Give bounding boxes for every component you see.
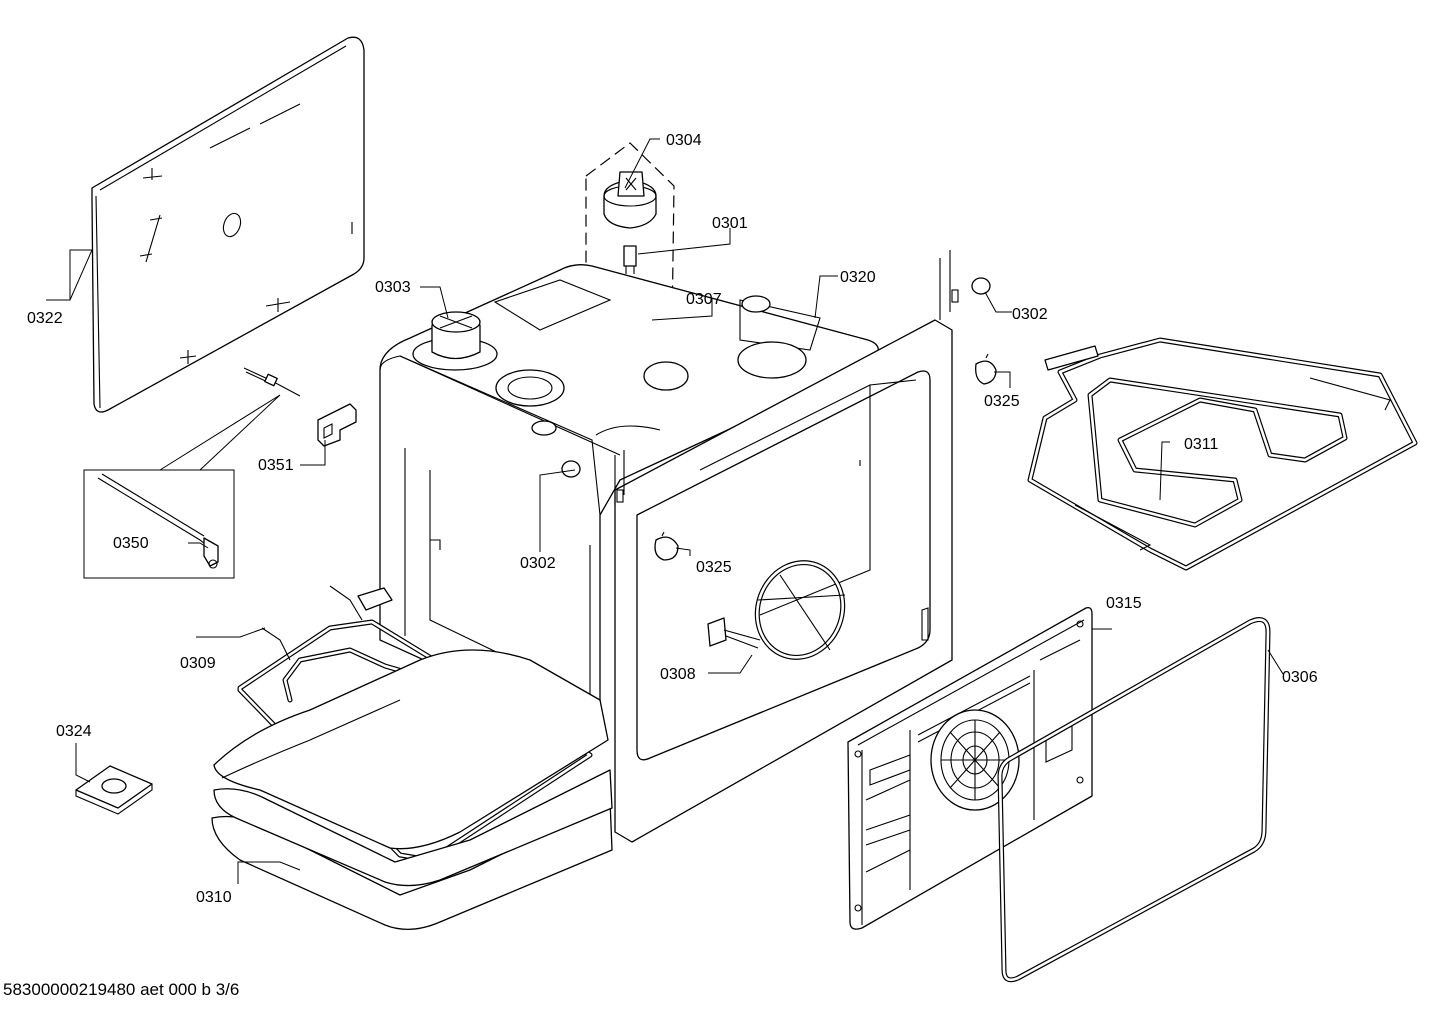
callout-0325-left: 0325 — [696, 559, 732, 576]
callout-0302-right: 0302 — [1012, 306, 1048, 323]
callout-0310: 0310 — [196, 889, 232, 906]
callout-0320: 0320 — [840, 269, 876, 286]
callout-0306: 0306 — [1282, 669, 1318, 686]
part-0311-top-heater — [1027, 337, 1418, 571]
part-0302-bushing-left — [561, 460, 581, 478]
callout-0325-right: 0325 — [984, 393, 1020, 410]
part-0322-side-panel — [91, 36, 365, 413]
part-0306-door-gasket — [997, 617, 1271, 983]
callout-0351: 0351 — [258, 457, 294, 474]
callout-0322: 0322 — [27, 310, 63, 327]
document-reference: 58300000219480 aet 000 b 3/6 — [3, 980, 240, 999]
part-0325-cover-left — [654, 531, 679, 561]
callout-0301: 0301 — [712, 215, 748, 232]
callout-0308: 0308 — [660, 666, 696, 683]
part-0308-circular-heater — [707, 560, 846, 660]
callout-0350: 0350 — [113, 535, 149, 552]
leader-lines — [46, 138, 1284, 884]
part-0350-detail-box — [83, 394, 281, 579]
callout-0315: 0315 — [1106, 595, 1142, 612]
part-0303-vent-nozzle — [412, 311, 498, 371]
part-0351-bracket — [317, 403, 357, 447]
callout-0309: 0309 — [180, 655, 216, 672]
part-0302-bushing-right — [971, 277, 991, 295]
part-0325-cover-right — [975, 353, 997, 385]
part-0310-insulation — [211, 649, 613, 930]
callout-0302-left: 0302 — [520, 555, 556, 572]
callout-0303: 0303 — [375, 279, 411, 296]
callout-0304: 0304 — [666, 132, 702, 149]
part-0324-washer — [75, 765, 153, 815]
callout-0311: 0311 — [1184, 436, 1219, 453]
part-0350-sensor — [243, 367, 301, 397]
callout-0307: 0307 — [686, 291, 722, 308]
callout-0324: 0324 — [56, 723, 92, 740]
